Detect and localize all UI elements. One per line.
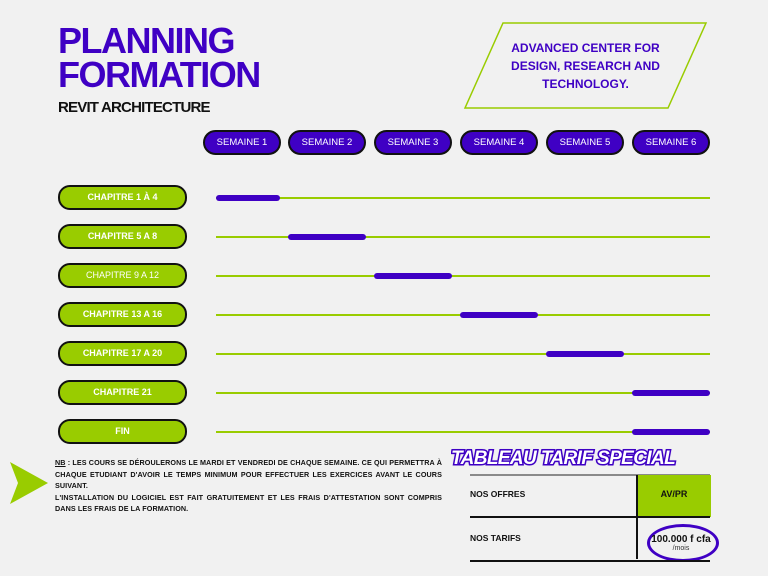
timeline-track-2	[216, 236, 710, 238]
timeline-track-7	[216, 431, 710, 433]
chapter-2-pill: CHAPITRE 5 A 8	[58, 224, 187, 249]
timeline-bar-1	[216, 195, 280, 201]
week-1-pill: SEMAINE 1	[203, 130, 281, 155]
note-prefix: NB	[55, 458, 66, 467]
chapter-3-pill: CHAPITRE 9 A 12	[58, 263, 187, 288]
row-label-tarifs: NOS TARIFS	[470, 533, 521, 543]
tarif-title: TABLEAU TARIF SPECIAL	[451, 448, 677, 470]
organization-box: ADVANCED CENTER FOR DESIGN, RESEARCH AND…	[463, 22, 708, 109]
timeline-track-6	[216, 392, 710, 394]
timeline-bar-4	[460, 312, 538, 318]
timeline-bar-6	[632, 390, 710, 396]
table-divider	[470, 560, 710, 562]
week-5-pill: SEMAINE 5	[546, 130, 624, 155]
timeline-bar-5	[546, 351, 624, 357]
chapter-4-pill: CHAPITRE 13 A 16	[58, 302, 187, 327]
week-2-pill: SEMAINE 2	[288, 130, 366, 155]
week-3-pill: SEMAINE 3	[374, 130, 452, 155]
page-title: PLANNING FORMATION	[58, 20, 261, 95]
week-6-pill: SEMAINE 6	[632, 130, 710, 155]
timeline-bar-3	[374, 273, 452, 279]
timeline-track-1	[216, 197, 710, 199]
offer-value: AV/PR	[660, 489, 688, 499]
note-text: NB : LES COURS SE DÉROULERONS LE MARDI E…	[55, 457, 442, 515]
table-divider	[470, 516, 710, 518]
chapter-7-pill: FIN	[58, 419, 187, 444]
org-line-3: TECHNOLOGY.	[542, 77, 629, 91]
chevron-right-icon	[10, 462, 48, 504]
week-4-pill: SEMAINE 4	[460, 130, 538, 155]
timeline-bar-7	[632, 429, 710, 435]
price-amount: 100.000 f cfa	[651, 534, 711, 545]
price-unit: /mois	[672, 545, 690, 552]
chapter-1-pill: CHAPITRE 1 À 4	[58, 185, 187, 210]
table-divider	[470, 474, 710, 476]
timeline-track-5	[216, 353, 710, 355]
note-paragraph-2: L'INSTALLATION DU LOGICIEL EST FAIT GRAT…	[55, 492, 442, 514]
tarif-table: NOS OFFRES AV/PR NOS TARIFS 100.000 f cf…	[466, 472, 719, 562]
title-line-2: FORMATION	[58, 54, 261, 95]
price-cell: 100.000 f cfa /mois	[641, 524, 721, 562]
org-line-2: DESIGN, RESEARCH AND	[511, 59, 660, 73]
parallelogram-frame-icon	[463, 22, 708, 109]
chapter-5-pill: CHAPITRE 17 A 20	[58, 341, 187, 366]
org-line-1: ADVANCED CENTER FOR	[511, 41, 660, 55]
timeline-bar-2	[288, 234, 366, 240]
offer-cell-highlight	[637, 475, 711, 517]
page-subtitle: REVIT ARCHITECTURE	[58, 99, 211, 116]
chapter-6-pill: CHAPITRE 21	[58, 380, 187, 405]
row-label-offres: NOS OFFRES	[470, 489, 526, 499]
note-paragraph-1: : LES COURS SE DÉROULERONS LE MARDI ET V…	[55, 458, 442, 490]
title-line-1: PLANNING	[58, 20, 235, 61]
timeline-track-3	[216, 275, 710, 277]
